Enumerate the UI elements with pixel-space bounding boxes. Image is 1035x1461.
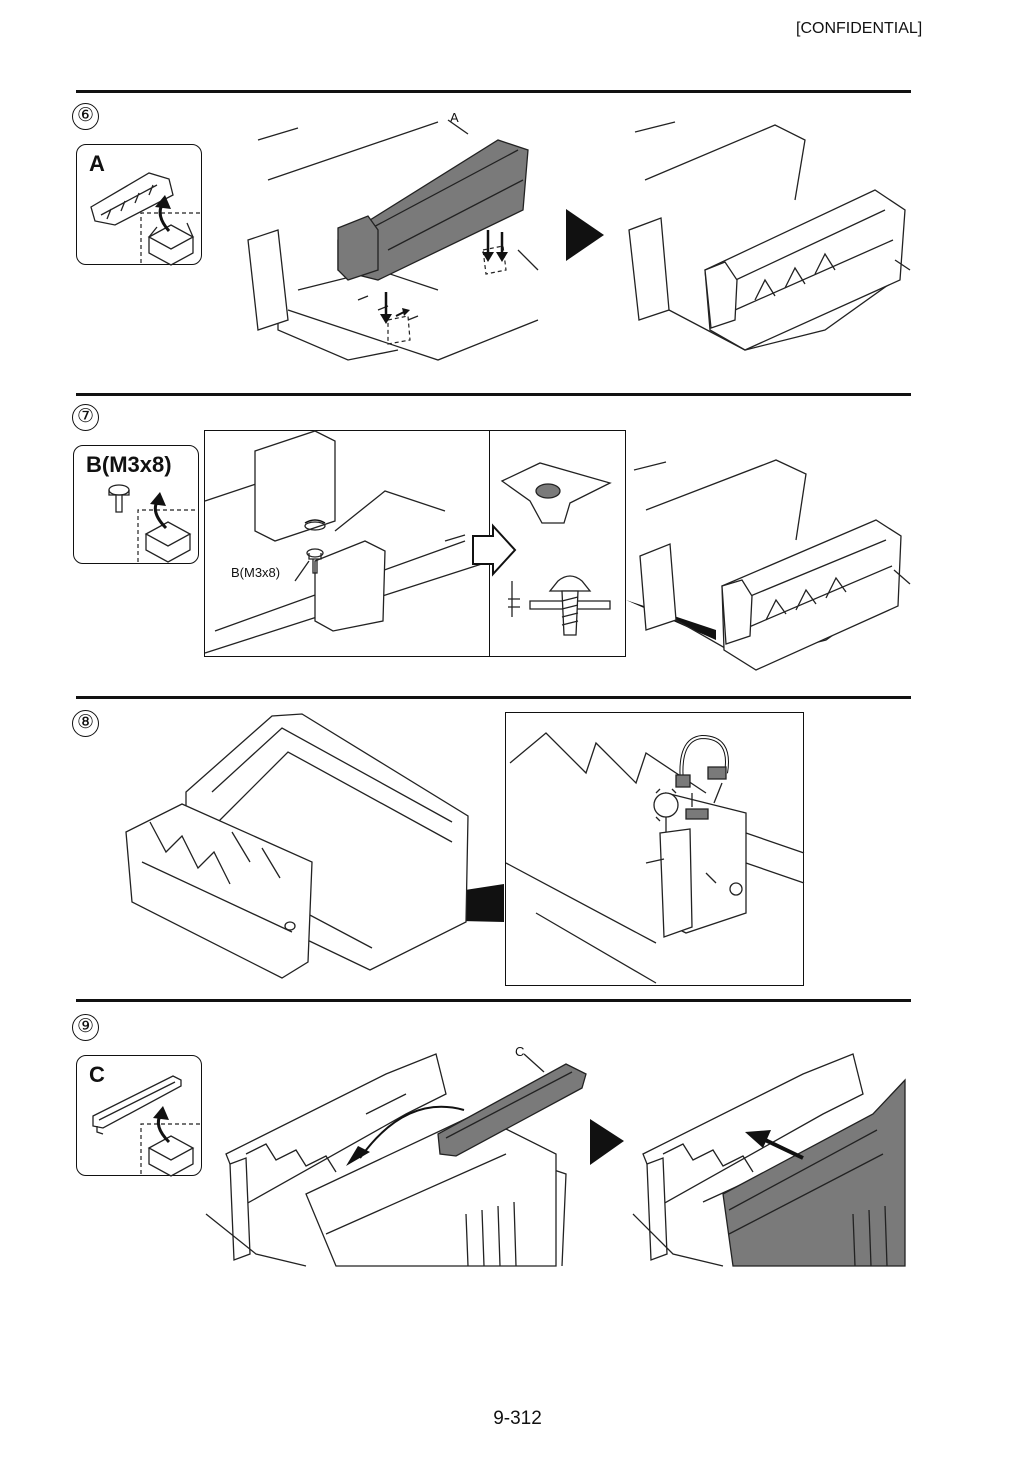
step7-result-illustration — [626, 459, 911, 671]
step6-install-illustration — [247, 119, 539, 361]
part-box-a: A — [76, 144, 202, 266]
step6-result-illustration — [628, 121, 911, 351]
callout-label: A — [450, 110, 459, 125]
step-number: ⑨ — [72, 1014, 99, 1041]
next-arrow-icon — [590, 1119, 624, 1165]
step7-screw-detail-frame: B(M3x8) — [204, 430, 492, 657]
step7-seated-screw-illustration — [500, 462, 612, 636]
callout-label: B(M3x8) — [231, 565, 281, 580]
part-label: B(M3x8) — [86, 452, 172, 477]
step-divider — [76, 90, 911, 93]
part-c-thumbnail — [92, 1075, 201, 1177]
step8-connector-detail-frame — [505, 712, 805, 986]
step7-screw-illustration — [204, 430, 492, 654]
step8-connector-illustration — [505, 732, 805, 984]
step-divider — [76, 393, 911, 396]
screw-icon — [108, 484, 198, 563]
step9-insert-illustration — [205, 1053, 587, 1267]
step-divider — [76, 999, 911, 1002]
step9-result-illustration — [632, 1053, 906, 1267]
result-arrow-icon — [472, 523, 517, 577]
step8-machine-illustration — [125, 713, 504, 979]
part-box-b: B(M3x8) — [73, 445, 199, 564]
step-number: ⑧ — [72, 710, 99, 737]
next-arrow-icon — [566, 209, 604, 261]
part-label: A — [89, 151, 105, 176]
page-number: 9-312 — [493, 1408, 542, 1429]
confidential-label: [CONFIDENTIAL] — [796, 20, 923, 37]
step-number: ⑥ — [72, 103, 99, 130]
step-number: ⑦ — [72, 404, 99, 431]
step-divider — [76, 696, 911, 699]
step7-seated-detail-frame — [490, 430, 626, 657]
part-a-thumbnail — [90, 172, 201, 266]
part-box-c: C — [76, 1055, 202, 1177]
callout-label: C — [515, 1044, 525, 1059]
part-label: C — [89, 1062, 105, 1087]
